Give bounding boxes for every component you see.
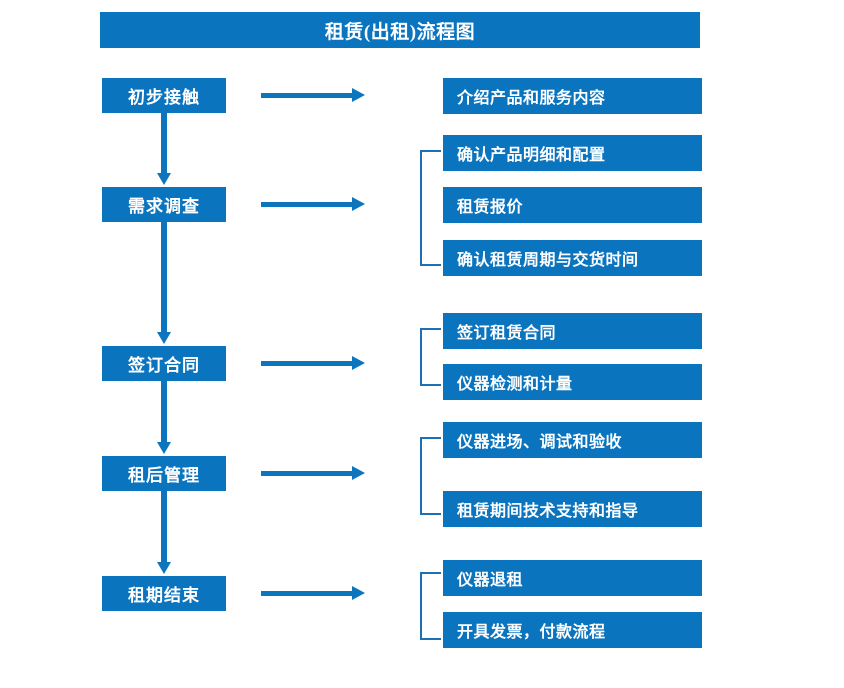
right-arrow-sign-contract: [261, 356, 365, 370]
detail-box-invoice-payment[interactable]: 开具发票，付款流程: [443, 612, 702, 648]
stage-box-sign-contract[interactable]: 签订合同: [102, 346, 226, 381]
down-arrow-mgmt-to-lease-end: [157, 491, 171, 574]
arrow-shaft: [261, 471, 353, 476]
detail-box-sign-lease-contract[interactable]: 签订租赁合同: [443, 313, 702, 349]
group-bracket-lease-end: [420, 572, 441, 640]
detail-box-confirm-period[interactable]: 确认租赁周期与交货时间: [443, 240, 702, 276]
down-arrow-survey-to-contract: [157, 222, 171, 344]
arrow-head: [352, 88, 365, 102]
arrow-shaft: [161, 491, 167, 563]
right-arrow-lease-end: [261, 586, 365, 600]
arrow-head: [157, 562, 171, 574]
arrow-head: [157, 442, 171, 454]
stage-box-initial-contact[interactable]: 初步接触: [102, 78, 226, 113]
detail-box-confirm-spec[interactable]: 确认产品明细和配置: [443, 135, 702, 171]
detail-box-instrument-install[interactable]: 仪器进场、调试和验收: [443, 422, 702, 458]
stage-box-post-lease-mgmt[interactable]: 租后管理: [102, 456, 226, 491]
group-bracket-sign-contract: [420, 328, 441, 386]
right-arrow-demand-survey: [261, 197, 365, 211]
chart-title: 租赁(出租)流程图: [100, 12, 700, 48]
detail-box-tech-support[interactable]: 租赁期间技术支持和指导: [443, 491, 702, 527]
down-arrow-contract-to-mgmt: [157, 381, 171, 454]
arrow-head: [352, 466, 365, 480]
detail-box-lease-quote[interactable]: 租赁报价: [443, 187, 702, 223]
arrow-shaft: [261, 93, 353, 98]
arrow-shaft: [161, 222, 167, 333]
down-arrow-contact-to-survey: [157, 113, 171, 185]
arrow-shaft: [261, 591, 353, 596]
right-arrow-post-lease-mgmt: [261, 466, 365, 480]
right-arrow-initial-contact: [261, 88, 365, 102]
detail-box-instrument-return[interactable]: 仪器退租: [443, 560, 702, 596]
arrow-shaft: [161, 381, 167, 443]
arrow-shaft: [261, 202, 353, 207]
group-bracket-demand-survey: [420, 150, 441, 266]
arrow-head: [352, 586, 365, 600]
arrow-head: [352, 356, 365, 370]
detail-box-intro-products[interactable]: 介绍产品和服务内容: [443, 78, 702, 114]
arrow-head: [157, 173, 171, 185]
group-bracket-post-lease-mgmt: [420, 437, 441, 515]
stage-box-lease-end[interactable]: 租期结束: [102, 576, 226, 611]
arrow-shaft: [161, 113, 167, 174]
arrow-head: [157, 332, 171, 344]
detail-box-instrument-test[interactable]: 仪器检测和计量: [443, 364, 702, 400]
stage-box-demand-survey[interactable]: 需求调查: [102, 187, 226, 222]
arrow-shaft: [261, 361, 353, 366]
arrow-head: [352, 197, 365, 211]
